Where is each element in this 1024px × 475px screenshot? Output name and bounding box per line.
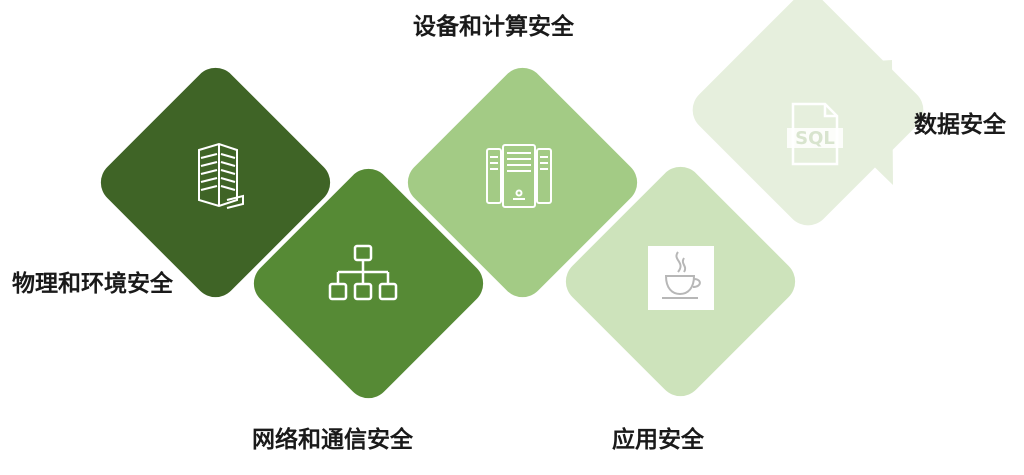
label-network: 网络和通信安全 bbox=[252, 427, 413, 453]
hierarchy-network-icon bbox=[328, 244, 398, 301]
java-cup-icon bbox=[648, 246, 714, 310]
sql-badge: SQL bbox=[795, 128, 835, 149]
label-physical: 物理和环境安全 bbox=[12, 271, 173, 297]
server-rack-icon bbox=[486, 144, 552, 208]
sql-file-icon: SQL bbox=[787, 102, 843, 166]
office-building-icon bbox=[198, 142, 244, 209]
label-device: 设备和计算安全 bbox=[413, 14, 574, 40]
label-data: 数据安全 bbox=[914, 112, 1006, 138]
label-application: 应用安全 bbox=[612, 427, 704, 453]
